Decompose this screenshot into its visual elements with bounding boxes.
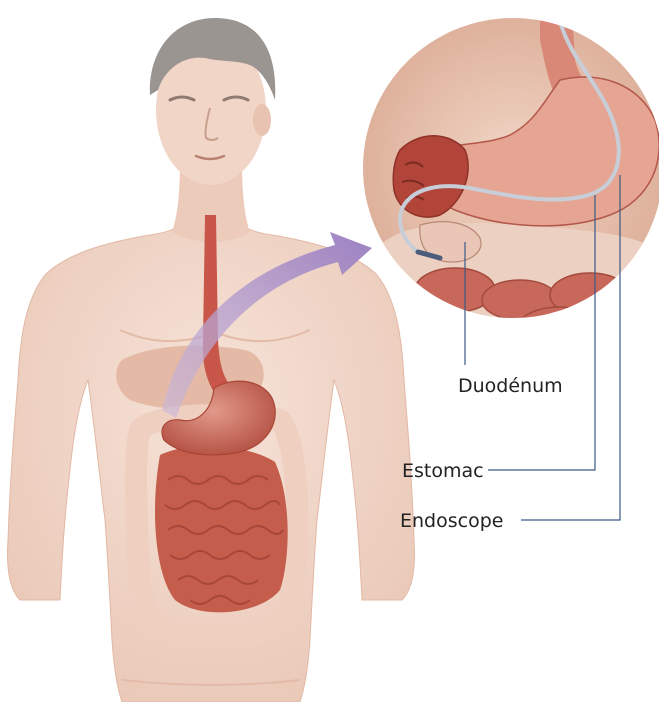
label-endoscope: Endoscope — [400, 510, 503, 532]
label-duodenum: Duodénum — [458, 375, 563, 397]
label-estomac: Estomac — [402, 460, 484, 482]
zoom-inset — [363, 10, 659, 343]
ear — [253, 104, 271, 136]
